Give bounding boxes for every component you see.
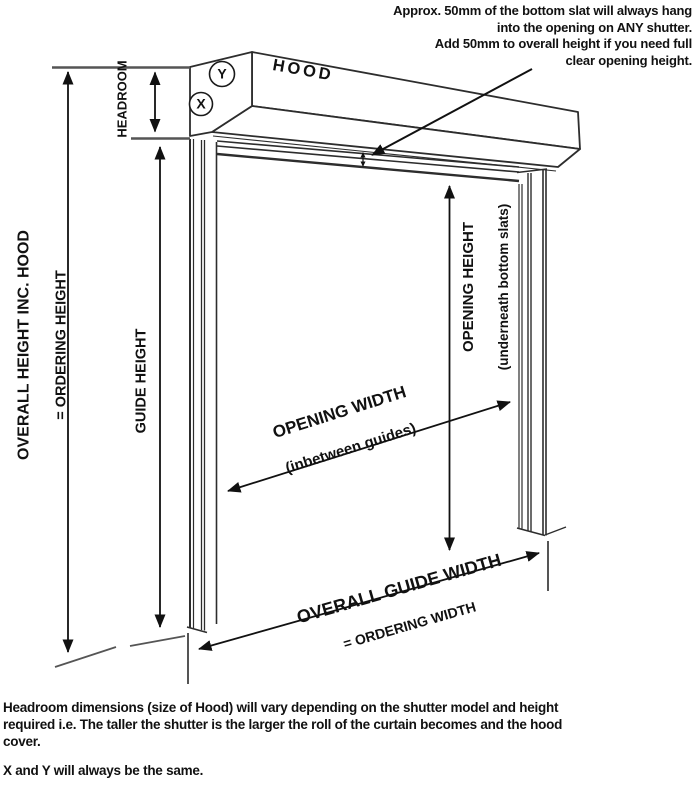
right-guide [516,168,548,537]
opening-height-label: OPENING HEIGHT (underneath bottom slats) [441,204,531,371]
right-guide-top-cap [516,168,548,174]
footer-paragraph-xy: X and Y will always be the same. [3,763,204,778]
headroom-label: HEADROOM [114,60,130,138]
left-guide [186,139,218,634]
ground-lines [54,526,567,668]
top-slat-lines [216,140,520,183]
marker-x-circle [188,91,214,117]
dimension-arrows [62,68,540,653]
overall-height-line1: OVERALL HEIGHT INC. HOOD [15,230,33,460]
diagram-linework [52,51,581,684]
opening-height-line2: (underneath bottom slats) [496,203,512,371]
guide-height-label: GUIDE HEIGHT [133,328,150,434]
dim-opening-width-arrow [227,400,511,493]
marker-x-label: X [196,95,206,112]
lintel-line-2 [216,145,520,173]
note-bottom-slat: Approx. 50mm of the bottom slat will alw… [393,3,692,68]
overall-height-label: OVERALL HEIGHT INC. HOOD = ORDERING HEIG… [0,230,89,460]
opening-height-line1: OPENING HEIGHT [459,221,477,353]
lintel-line [216,140,520,168]
right-guide-foot [516,527,546,537]
marker-y-circle [208,60,236,88]
footer-paragraph-headroom: Headroom dimensions (size of Hood) will … [3,700,563,750]
xy-markers [188,60,236,117]
dim-overall-guide-width-arrow [198,551,540,651]
marker-y-label: Y [217,65,227,82]
extension-lines [52,66,549,684]
bottom-slat-line [216,152,520,183]
overall-height-line2: = ORDERING HEIGHT [53,270,70,420]
hood-shape [189,51,581,172]
note-leader-arrow [371,68,533,156]
